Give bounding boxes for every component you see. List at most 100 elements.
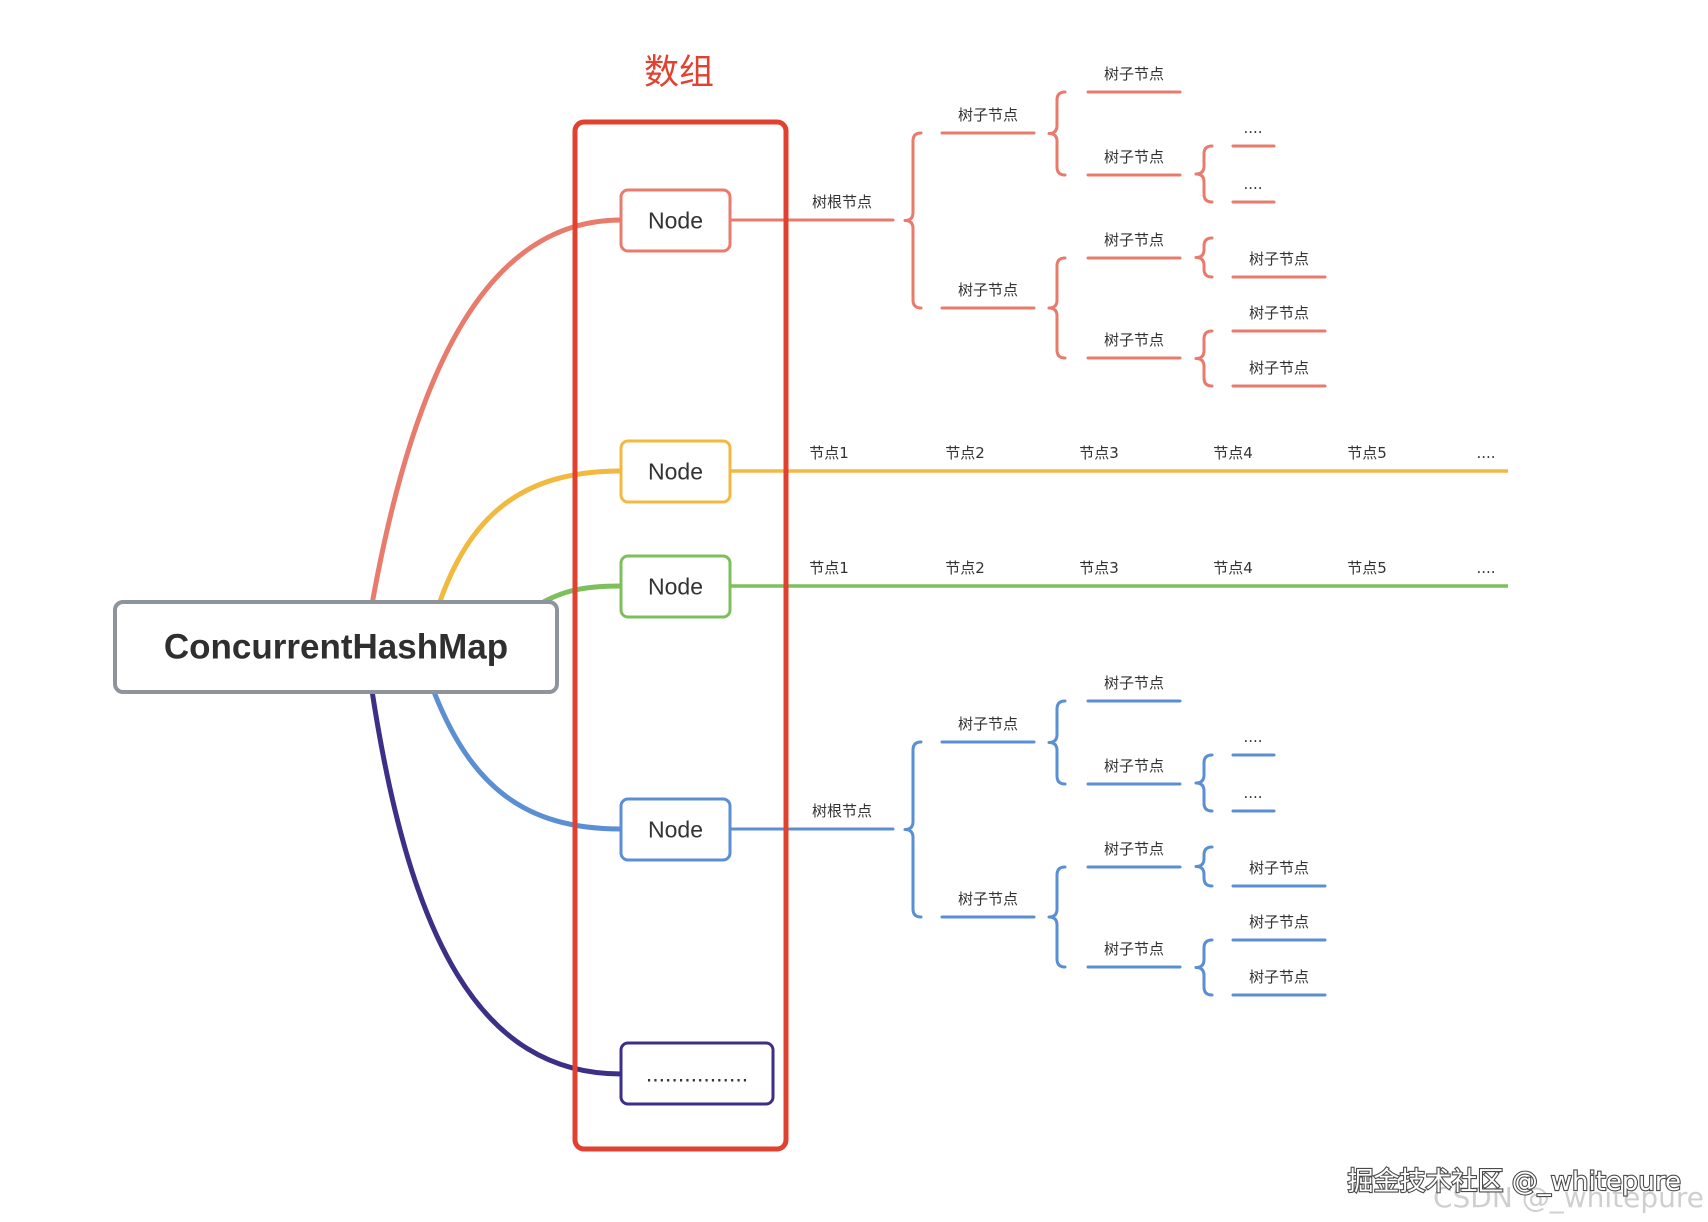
linked-list-branch-3: 节点1 节点2 节点3 节点4 节点5 .... — [730, 559, 1508, 588]
tree-child-label: 树子节点 — [1249, 250, 1309, 268]
node-label: Node — [648, 817, 703, 843]
tree-child: 树子节点 — [1086, 674, 1182, 703]
tree-child: 树子节点 — [1231, 859, 1327, 888]
list-ellipsis-label: .... — [1476, 444, 1495, 462]
tree-child-label: 树子节点 — [958, 106, 1018, 124]
tree-child: 树子节点 — [1086, 65, 1182, 94]
tree-child: 树子节点 — [1231, 913, 1327, 942]
tree-root-label: 树根节点 — [812, 802, 872, 820]
tree-brace — [903, 740, 923, 919]
tree-child: 树子节点 — [940, 890, 1036, 919]
tree-child: 树子节点 — [1231, 304, 1327, 333]
node-box — [619, 554, 732, 619]
tree-brace — [1047, 865, 1067, 969]
tree-child-label: 树子节点 — [1104, 840, 1164, 858]
root-node: ConcurrentHashMap — [113, 600, 559, 694]
linked-list-branch-2: 节点1 节点2 节点3 节点4 节点5 .... — [730, 444, 1508, 473]
array-node-2: Node — [619, 439, 732, 504]
tree-child-label: 树子节点 — [958, 281, 1018, 299]
tree-child-label: .... — [1243, 119, 1262, 137]
array-node-3: Node — [619, 554, 732, 619]
tree-brace — [903, 131, 923, 310]
tree-child-label: .... — [1243, 728, 1262, 746]
tree-child: 树子节点 — [1086, 757, 1182, 786]
tree-child-label: 树子节点 — [1104, 940, 1164, 958]
tree-child-label: 树子节点 — [1104, 757, 1164, 775]
list-node-label: 节点4 — [1213, 444, 1253, 462]
tree-child-label: 树子节点 — [1104, 331, 1164, 349]
list-node-label: 节点3 — [1079, 559, 1119, 577]
tree-child-label: 树子节点 — [1104, 231, 1164, 249]
node-label: Node — [648, 208, 703, 234]
tree-child: 树子节点 — [1086, 331, 1182, 360]
tree-child: 树子节点 — [940, 106, 1036, 135]
tree-child: .... — [1231, 728, 1276, 757]
tree-child: 树子节点 — [1086, 231, 1182, 260]
tree-child: 树子节点 — [940, 715, 1036, 744]
array-node-1: Node — [619, 188, 732, 253]
tree-brace — [1047, 90, 1067, 177]
tree-child-label: 树子节点 — [1104, 148, 1164, 166]
tree-child-label: 树子节点 — [1249, 913, 1309, 931]
juejin-watermark: 掘金技术社区 @_whitepure — [1347, 1167, 1681, 1197]
tree-brace — [1047, 699, 1067, 786]
list-ellipsis-label: .... — [1476, 559, 1495, 577]
node-box — [619, 188, 732, 253]
tree-child: .... — [1231, 784, 1276, 813]
tree-child-label: 树子节点 — [958, 715, 1018, 733]
tree-brace — [1194, 845, 1214, 888]
tree-child: 树子节点 — [1086, 940, 1182, 969]
tree-root-label: 树根节点 — [812, 193, 872, 211]
root-label: ConcurrentHashMap — [164, 628, 508, 667]
tree-brace — [1047, 256, 1067, 360]
root-to-node-5-curve — [368, 681, 624, 1077]
node-box — [619, 439, 732, 504]
root-box — [113, 600, 559, 694]
tree-branch-4: 树根节点 树子节点 树子节点 树子节点 .... .... 树子节点 — [728, 674, 1327, 997]
tree-child-label: 树子节点 — [1249, 359, 1309, 377]
tree-brace — [1194, 753, 1214, 813]
tree-brace — [1194, 144, 1214, 204]
tree-child: .... — [1231, 175, 1276, 204]
array-node-5: ................ — [619, 1041, 775, 1106]
tree-child-label: 树子节点 — [1104, 674, 1164, 692]
tree-child: .... — [1231, 119, 1276, 148]
tree-child: 树子节点 — [1086, 148, 1182, 177]
node-label: ................ — [646, 1061, 748, 1087]
root-to-node-4-curve — [428, 681, 624, 832]
tree-child-label: 树子节点 — [1249, 304, 1309, 322]
tree-child: 树子节点 — [1231, 968, 1327, 997]
tree-child-label: 树子节点 — [958, 890, 1018, 908]
tree-child-label: .... — [1243, 784, 1262, 802]
tree-brace — [1194, 236, 1214, 279]
node-box — [619, 797, 732, 862]
tree-branch-1: 树根节点 树子节点 树子节点 树子节点 .... .... 树子节点 — [728, 65, 1327, 388]
list-node-label: 节点4 — [1213, 559, 1253, 577]
list-node-label: 节点1 — [809, 559, 849, 577]
array-node-4: Node — [619, 797, 732, 862]
tree-child: 树子节点 — [940, 281, 1036, 310]
csdn-watermark: CSDN @_whitepure — [1433, 1181, 1704, 1214]
tree-child: 树子节点 — [1086, 840, 1182, 869]
array-frame — [572, 119, 789, 1152]
node-label: Node — [648, 574, 703, 600]
tree-child-label: .... — [1243, 175, 1262, 193]
tree-brace — [1194, 329, 1214, 388]
list-node-label: 节点1 — [809, 444, 849, 462]
root-to-node-2-curve — [434, 468, 624, 613]
list-node-label: 节点2 — [945, 559, 985, 577]
tree-child: 树子节点 — [1231, 250, 1327, 279]
tree-child: 树子节点 — [1231, 359, 1327, 388]
node-label: Node — [648, 459, 703, 485]
tree-brace — [1194, 938, 1214, 997]
node-box — [619, 1041, 775, 1106]
list-node-label: 节点5 — [1347, 559, 1387, 577]
tree-child-label: 树子节点 — [1249, 968, 1309, 986]
array-title: 数组 — [644, 53, 714, 93]
tree-child-label: 树子节点 — [1249, 859, 1309, 877]
list-node-label: 节点2 — [945, 444, 985, 462]
list-node-label: 节点5 — [1347, 444, 1387, 462]
list-node-label: 节点3 — [1079, 444, 1119, 462]
root-to-node-1-curve — [368, 217, 624, 613]
